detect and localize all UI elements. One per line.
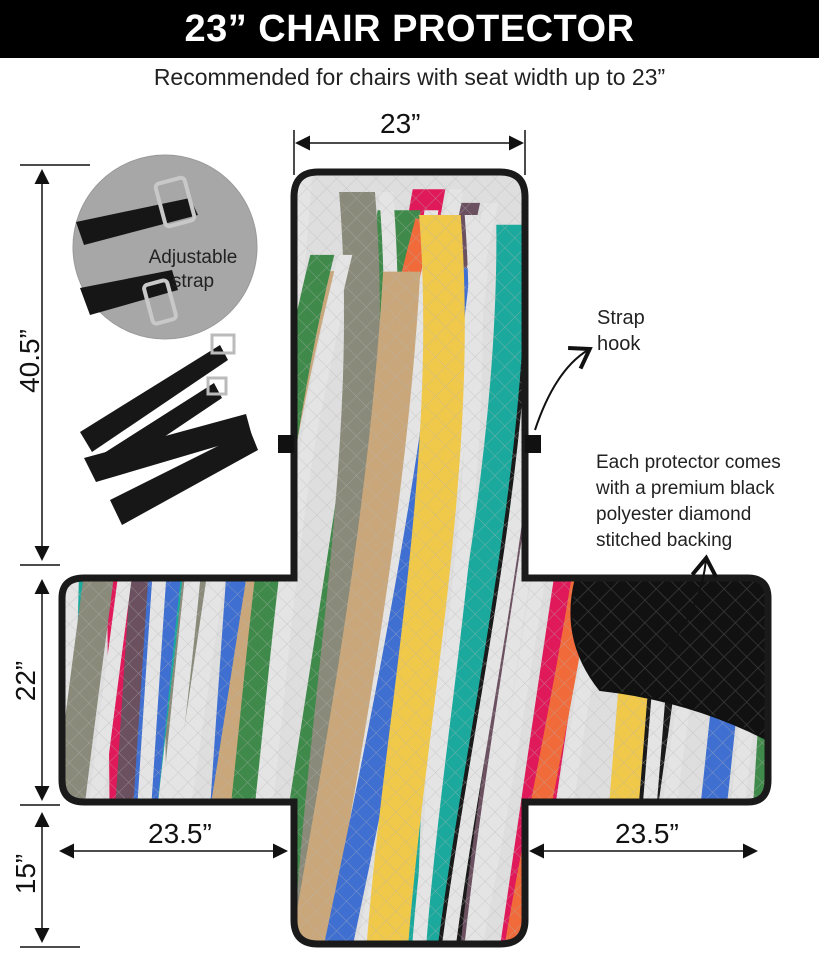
strap-hook-label: Strap hook [597, 307, 645, 355]
backing-note: Each protector comes with a premium blac… [596, 452, 781, 551]
strap-hook-arrow-icon [534, 346, 593, 431]
backing-arrow-icon [659, 554, 718, 656]
zebra-separator [796, 230, 819, 960]
left-strap-hook [278, 435, 294, 453]
header-banner: 23” CHAIR PROTECTOR [0, 0, 819, 58]
dimension-lines [20, 130, 758, 948]
seat-height-label: 22” [10, 660, 41, 702]
front-height-label: 15” [10, 853, 41, 895]
zebra-separator [790, 250, 819, 960]
page-title: 23” CHAIR PROTECTOR [184, 7, 635, 50]
subtitle: Recommended for chairs with seat width u… [153, 64, 666, 90]
cover-outline [58, 168, 772, 948]
back-height-label: 40.5” [14, 329, 45, 393]
right-arm-label: 23.5” [615, 818, 679, 849]
folded-backing [570, 577, 769, 741]
adjustable-strap-label: Adjustable strap [148, 247, 238, 292]
strap-circle-image [72, 154, 258, 340]
left-arm-label: 23.5” [148, 818, 212, 849]
loose-strap-image [80, 333, 258, 525]
top-width-label: 23” [380, 108, 421, 139]
right-strap-hook [525, 435, 541, 453]
